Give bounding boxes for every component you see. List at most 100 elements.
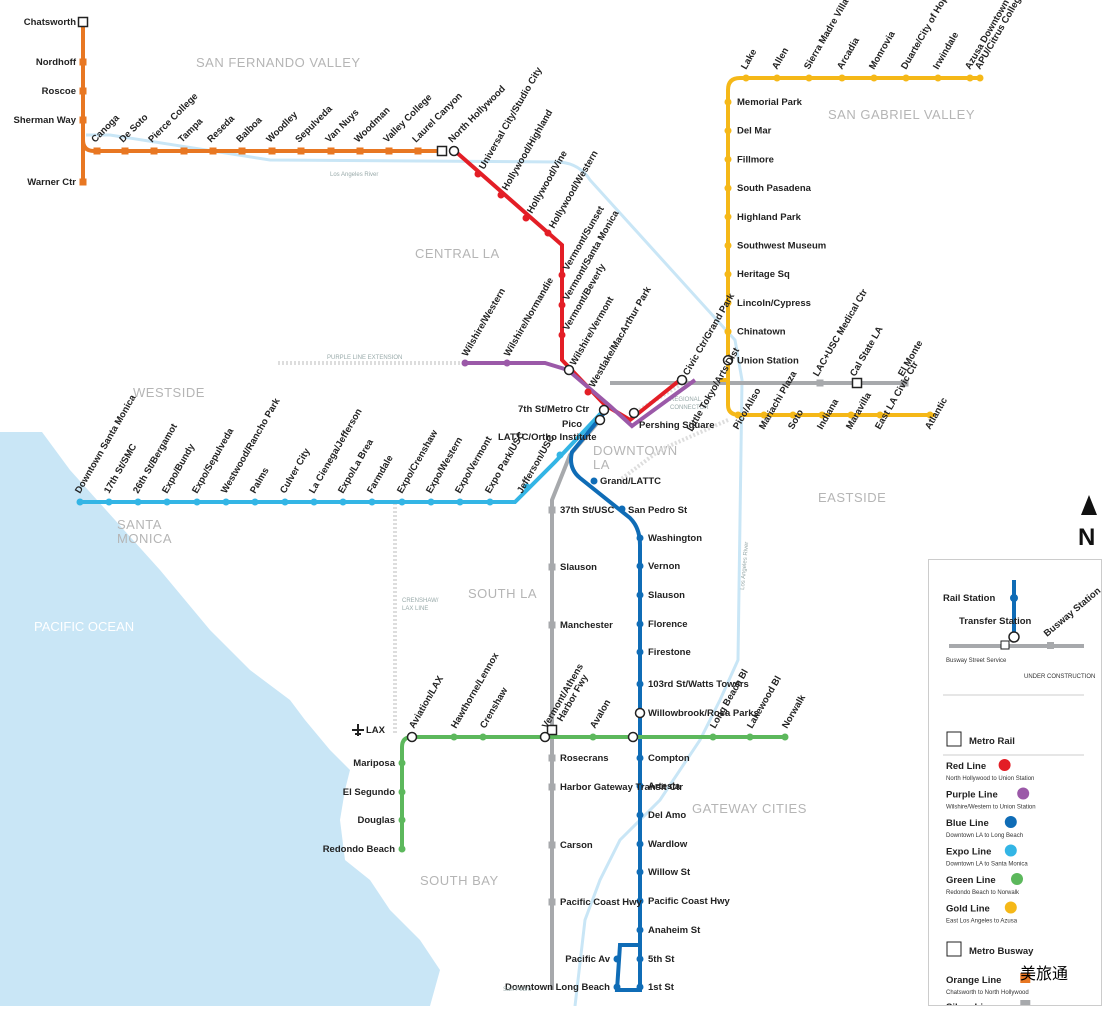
station-marker[interactable] [636, 840, 644, 848]
station-marker[interactable] [724, 328, 732, 336]
station-marker[interactable] [368, 498, 376, 506]
station-marker[interactable] [773, 74, 781, 82]
station-marker[interactable] [636, 955, 644, 963]
station-marker[interactable] [816, 379, 824, 387]
station-marker[interactable] [724, 299, 732, 307]
station-marker[interactable] [722, 355, 734, 366]
station-marker[interactable] [209, 147, 217, 155]
station-marker[interactable] [546, 724, 558, 736]
station-marker[interactable] [339, 498, 347, 506]
station-marker[interactable] [558, 271, 566, 279]
station-marker[interactable] [150, 147, 158, 155]
station-marker[interactable] [79, 178, 87, 186]
station-marker[interactable] [636, 811, 644, 819]
station-marker[interactable] [523, 483, 531, 491]
station-marker[interactable] [901, 379, 909, 387]
station-marker[interactable] [461, 359, 469, 367]
station-marker[interactable] [709, 733, 717, 741]
station-marker[interactable] [193, 498, 201, 506]
station-marker[interactable] [486, 498, 494, 506]
station-marker[interactable] [594, 414, 606, 426]
station-marker[interactable] [105, 498, 113, 506]
station-marker[interactable] [636, 868, 644, 876]
station-marker[interactable] [398, 845, 406, 853]
station-marker[interactable] [548, 841, 556, 849]
station-marker[interactable] [548, 898, 556, 906]
station-marker[interactable] [584, 388, 592, 396]
station-marker[interactable] [634, 707, 646, 719]
station-marker[interactable] [636, 562, 644, 570]
station-marker[interactable] [851, 377, 863, 389]
station-marker[interactable] [281, 498, 289, 506]
station-marker[interactable] [134, 498, 142, 506]
station-marker[interactable] [79, 116, 87, 124]
station-marker[interactable] [76, 498, 84, 506]
station-marker[interactable] [251, 498, 259, 506]
station-marker[interactable] [636, 926, 644, 934]
station-marker[interactable] [636, 534, 644, 542]
station-marker[interactable] [297, 147, 305, 155]
station-marker[interactable] [636, 897, 644, 905]
station-marker[interactable] [548, 754, 556, 762]
station-marker[interactable] [548, 563, 556, 571]
station-marker[interactable] [636, 754, 644, 762]
station-marker[interactable] [398, 759, 406, 767]
station-marker[interactable] [870, 74, 878, 82]
station-marker[interactable] [398, 788, 406, 796]
station-marker[interactable] [79, 87, 87, 95]
station-marker[interactable] [724, 242, 732, 249]
station-marker[interactable] [548, 783, 556, 791]
station-marker[interactable] [222, 498, 230, 506]
station-marker[interactable] [627, 731, 639, 743]
station-marker[interactable] [818, 411, 826, 419]
station-marker[interactable] [636, 648, 644, 656]
station-marker[interactable] [724, 213, 732, 221]
station-marker[interactable] [838, 74, 846, 82]
station-marker[interactable] [636, 620, 644, 628]
station-marker[interactable] [636, 782, 644, 790]
station-marker[interactable] [724, 270, 732, 278]
station-marker[interactable] [742, 74, 750, 82]
station-marker[interactable] [976, 74, 984, 82]
station-marker[interactable] [548, 621, 556, 629]
station-marker[interactable] [613, 955, 621, 963]
station-marker[interactable] [724, 184, 732, 192]
station-marker[interactable] [406, 731, 418, 743]
station-marker[interactable] [539, 731, 551, 743]
station-marker[interactable] [556, 451, 564, 459]
station-marker[interactable] [628, 407, 640, 419]
station-marker[interactable] [398, 816, 406, 824]
station-marker[interactable] [238, 147, 246, 155]
station-marker[interactable] [310, 498, 318, 506]
station-marker[interactable] [121, 147, 129, 155]
station-marker[interactable] [724, 155, 732, 163]
station-marker[interactable] [497, 191, 505, 199]
station-marker[interactable] [636, 591, 644, 599]
station-marker[interactable] [544, 229, 552, 237]
station-marker[interactable] [805, 74, 813, 82]
station-marker[interactable] [398, 498, 406, 506]
station-marker[interactable] [847, 411, 855, 419]
station-marker[interactable] [479, 733, 487, 741]
station-marker[interactable] [503, 359, 511, 367]
station-marker[interactable] [327, 147, 335, 155]
station-marker[interactable] [636, 680, 644, 688]
station-marker[interactable] [268, 147, 276, 155]
station-marker[interactable] [676, 374, 688, 386]
station-marker[interactable] [781, 733, 789, 741]
station-marker[interactable] [789, 411, 797, 419]
station-marker[interactable] [93, 147, 101, 155]
station-marker[interactable] [724, 127, 732, 135]
station-marker[interactable] [163, 498, 171, 506]
station-marker[interactable] [926, 411, 934, 419]
station-marker[interactable] [558, 301, 566, 309]
station-marker[interactable] [548, 506, 556, 514]
station-marker[interactable] [474, 170, 482, 178]
station-marker[interactable] [563, 364, 575, 376]
station-marker[interactable] [934, 74, 942, 82]
station-marker[interactable] [876, 411, 884, 419]
station-marker[interactable] [598, 404, 610, 416]
station-marker[interactable] [436, 145, 448, 157]
station-marker[interactable] [902, 74, 910, 82]
station-marker[interactable] [636, 983, 644, 991]
